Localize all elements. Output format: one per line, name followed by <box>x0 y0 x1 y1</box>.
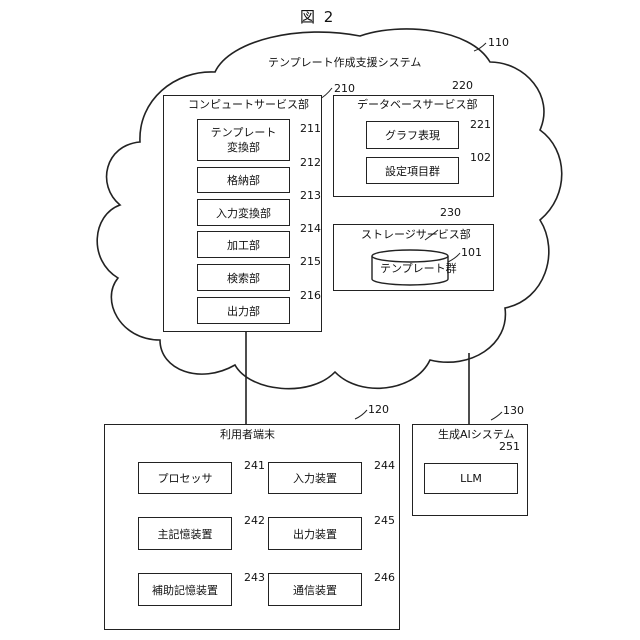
processor-ref: 241 <box>244 459 265 472</box>
communication-device-label: 通信装置 <box>293 582 337 598</box>
input-converter-ref: 213 <box>300 189 321 202</box>
template-converter-label: テンプレート 変換部 <box>211 125 277 155</box>
communication-device-unit: 通信装置 <box>268 573 362 606</box>
output-device-unit: 出力装置 <box>268 517 362 550</box>
setting-items-ref: 102 <box>470 151 491 164</box>
graph-representation-ref: 221 <box>470 118 491 131</box>
llm-unit: LLM <box>424 463 518 494</box>
main-memory-label: 主記憶装置 <box>158 526 213 542</box>
search-unit: 検索部 <box>197 264 290 291</box>
llm-ref: 251 <box>499 440 520 453</box>
processing-unit: 加工部 <box>197 231 290 258</box>
output-unit-label: 出力部 <box>227 303 260 319</box>
gen-ai-ref: 130 <box>503 404 524 417</box>
search-unit-label: 検索部 <box>227 270 260 286</box>
template-group-ref: 101 <box>461 246 482 259</box>
auxiliary-storage-unit: 補助記憶装置 <box>138 573 232 606</box>
processor-unit: プロセッサ <box>138 462 232 494</box>
main-memory-unit: 主記憶装置 <box>138 517 232 550</box>
figure-title: 図 2 <box>300 6 335 27</box>
storage-unit-ref: 212 <box>300 156 321 169</box>
storage-unit-label: 格納部 <box>227 172 260 188</box>
processing-unit-label: 加工部 <box>227 237 260 253</box>
auxiliary-storage-label: 補助記憶装置 <box>152 582 218 598</box>
input-device-unit: 入力装置 <box>268 462 362 494</box>
cloud-label: テンプレート作成支援システム <box>268 56 421 70</box>
template-converter-ref: 211 <box>300 122 321 135</box>
processing-unit-ref: 214 <box>300 222 321 235</box>
storage-service-ref: 230 <box>440 206 461 219</box>
output-device-label: 出力装置 <box>293 526 337 542</box>
compute-service-ref: 210 <box>334 82 355 95</box>
input-converter-unit: 入力変換部 <box>197 199 290 226</box>
template-group-label: テンプレート群 <box>380 262 457 276</box>
input-device-label: 入力装置 <box>293 470 337 486</box>
setting-items-unit: 設定項目群 <box>366 157 459 184</box>
storage-unit: 格納部 <box>197 167 290 193</box>
setting-items-label: 設定項目群 <box>385 163 440 179</box>
communication-device-ref: 246 <box>374 571 395 584</box>
user-terminal-ref: 120 <box>368 403 389 416</box>
database-service-label: データベースサービス部 <box>357 98 477 112</box>
main-memory-ref: 242 <box>244 514 265 527</box>
graph-representation-unit: グラフ表現 <box>366 121 459 149</box>
output-unit: 出力部 <box>197 297 290 324</box>
user-terminal-label: 利用者端末 <box>220 428 275 442</box>
database-service-ref: 220 <box>452 79 473 92</box>
output-device-ref: 245 <box>374 514 395 527</box>
processor-label: プロセッサ <box>158 470 213 486</box>
cloud-ref: 110 <box>488 36 509 49</box>
storage-service-label: ストレージサービス部 <box>361 228 471 242</box>
input-converter-label: 入力変換部 <box>216 205 271 221</box>
graph-representation-label: グラフ表現 <box>385 127 440 143</box>
output-unit-ref: 216 <box>300 289 321 302</box>
compute-service-label: コンピュートサービス部 <box>188 98 309 112</box>
llm-label: LLM <box>460 472 482 485</box>
search-unit-ref: 215 <box>300 255 321 268</box>
auxiliary-storage-ref: 243 <box>244 571 265 584</box>
template-converter-unit: テンプレート 変換部 <box>197 119 290 161</box>
input-device-ref: 244 <box>374 459 395 472</box>
